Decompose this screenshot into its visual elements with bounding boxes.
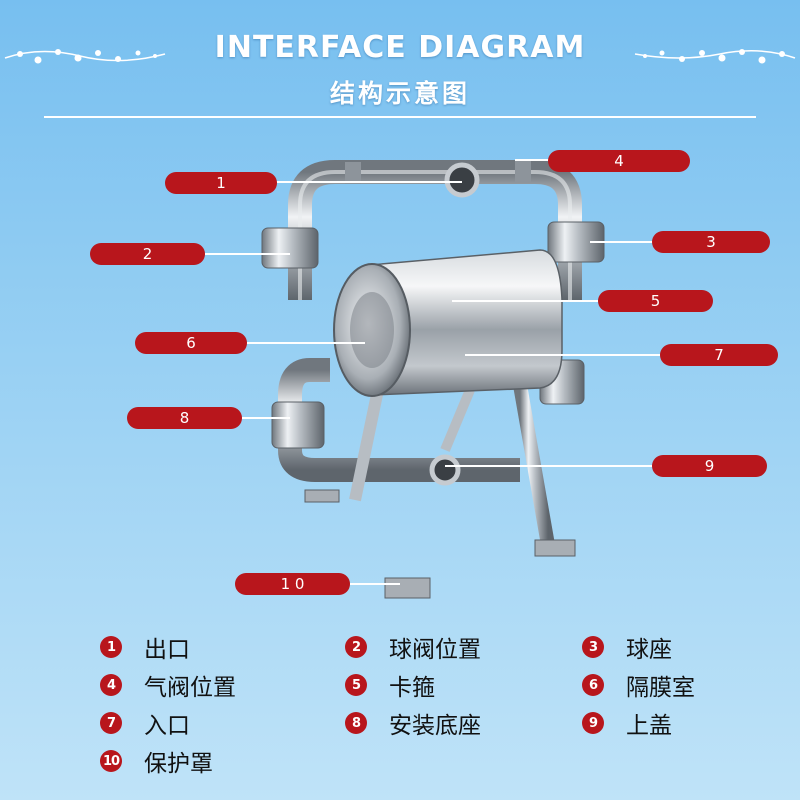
callout-9: 9 [652, 455, 767, 477]
legend-number-badge: 1 [100, 636, 122, 658]
callout-label: 7 [714, 346, 724, 364]
legend-item: 10 保护罩 [100, 746, 213, 777]
callout-label: 4 [614, 152, 624, 170]
legend-item: 3 球座 [582, 632, 672, 663]
callout-label: 1 0 [281, 575, 305, 593]
callout-8: 8 [127, 407, 242, 429]
callout-badges: 1 2 3 4 5 6 7 8 9 1 0 [90, 150, 778, 595]
legend-label: 球座 [626, 637, 672, 663]
callout-1: 1 [165, 172, 277, 194]
left-flourish-ornament [4, 49, 166, 64]
legend-item: 7 入口 [100, 708, 190, 739]
callout-4: 4 [548, 150, 690, 172]
legend-number-badge: 5 [345, 674, 367, 696]
legend-label: 气阀位置 [144, 675, 236, 701]
legend-number-badge: 6 [582, 674, 604, 696]
callout-label: 8 [180, 409, 190, 427]
callout-5: 5 [598, 290, 713, 312]
legend-label: 隔膜室 [626, 675, 695, 701]
legend-item: 8 安装底座 [345, 708, 481, 739]
legend-item: 9 上盖 [582, 708, 672, 739]
legend-item: 4 气阀位置 [100, 670, 236, 701]
title-divider [44, 116, 756, 118]
callout-7: 7 [660, 344, 778, 366]
legend-number-badge: 3 [582, 636, 604, 658]
callout-label: 9 [705, 457, 715, 475]
legend-label: 上盖 [626, 713, 672, 739]
callout-6: 6 [135, 332, 247, 354]
legend-label: 保护罩 [144, 751, 213, 777]
legend-number-badge: 2 [345, 636, 367, 658]
callout-10: 1 0 [235, 573, 350, 595]
legend-number-badge: 4 [100, 674, 122, 696]
legend-label: 入口 [144, 713, 190, 739]
page-subtitle: 结构示意图 [329, 79, 470, 108]
legend-item: 2 球阀位置 [345, 632, 481, 663]
pump-body [261, 160, 605, 599]
callout-3: 3 [652, 231, 770, 253]
legend-number-badge: 7 [100, 712, 122, 734]
legend-number-badge: 9 [582, 712, 604, 734]
legend-label: 出口 [144, 637, 190, 663]
callout-label: 5 [651, 292, 661, 310]
right-flourish-ornament [634, 49, 796, 64]
callout-label: 1 [216, 174, 226, 192]
callout-label: 2 [143, 245, 153, 263]
page-title: INTERFACE DIAGRAM [214, 30, 586, 65]
legend-label: 卡箍 [389, 675, 435, 701]
legend-number-badge: 8 [345, 712, 367, 734]
legend-number-badge: 10 [100, 750, 122, 772]
callout-label: 6 [186, 334, 196, 352]
legend-label: 球阀位置 [389, 637, 481, 663]
legend-item: 6 隔膜室 [582, 670, 695, 701]
legend-item: 5 卡箍 [345, 670, 435, 701]
legend-label: 安装底座 [389, 713, 481, 739]
callout-2: 2 [90, 243, 205, 265]
legend-item: 1 出口 [100, 632, 190, 663]
callout-label: 3 [706, 233, 716, 251]
